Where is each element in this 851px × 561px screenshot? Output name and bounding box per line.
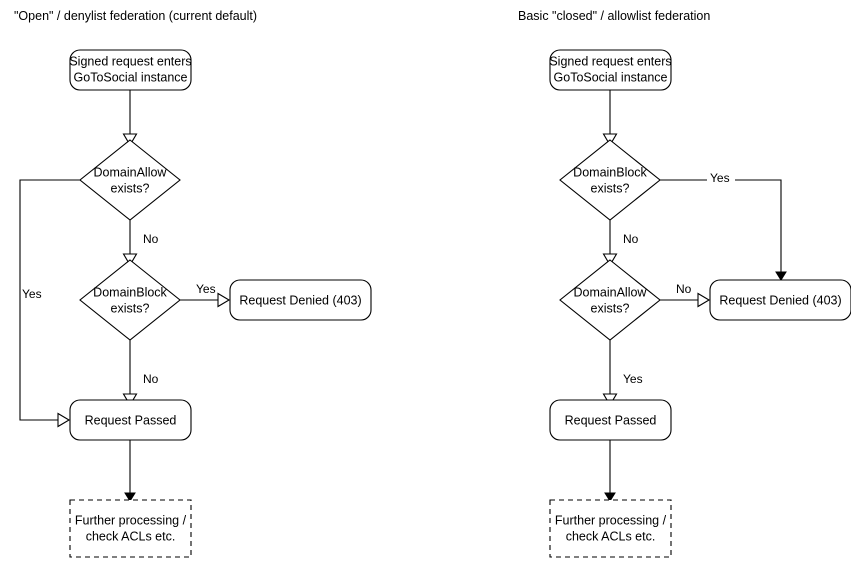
node-start-left	[69, 49, 192, 91]
node-further-processing-right-label-1: Further processing /	[555, 513, 667, 527]
arrowhead-open-icon	[697, 292, 711, 308]
node-request-denied-right-label: Request Denied (403)	[719, 293, 841, 307]
decision-domainallow-right-label-1: DomainAllow	[574, 285, 648, 299]
node-request-denied-right	[709, 279, 851, 321]
decision-domainblock-left	[79, 259, 181, 341]
arrowhead-open-icon	[57, 412, 71, 428]
edge-label-allow-yes-right: Yes	[623, 372, 643, 386]
node-further-processing-left	[69, 499, 192, 558]
edge-label-block-no-right: No	[623, 232, 639, 246]
edge-label-block-yes: Yes	[196, 282, 216, 296]
arrowhead-solid-icon	[775, 271, 787, 281]
decision-domainblock-right-label-2: exists?	[591, 181, 630, 195]
node-further-processing-left-label-1: Further processing /	[75, 513, 187, 527]
diagram-title-open-denylist: "Open" / denylist federation (current de…	[14, 9, 258, 23]
decision-domainallow-right-label-2: exists?	[591, 301, 630, 315]
node-start-right	[549, 49, 672, 91]
node-start-left-label-2: GoToSocial instance	[74, 70, 188, 84]
decision-domainblock-right	[559, 139, 661, 221]
node-further-processing-right-label-2: check ACLs etc.	[566, 529, 656, 543]
edge-label-bg	[707, 171, 735, 187]
arrowhead-open-icon	[217, 292, 231, 308]
decision-domainblock-left-label-1: DomainBlock	[93, 285, 167, 299]
arrowhead-solid-icon	[604, 492, 616, 502]
node-request-passed-left-label: Request Passed	[85, 413, 177, 427]
node-further-processing-left-label-2: check ACLs etc.	[86, 529, 176, 543]
node-request-denied-left-label: Request Denied (403)	[239, 293, 361, 307]
node-start-left-label-1: Signed request enters	[69, 54, 191, 68]
decision-domainallow-left	[79, 139, 181, 221]
edge-label-block-yes-right: Yes	[710, 171, 730, 185]
decision-domainblock-right-label-1: DomainBlock	[573, 165, 647, 179]
edge-allow-yes-to-passed	[19, 179, 80, 421]
node-request-denied-left	[229, 279, 372, 321]
node-start-right-label-1: Signed request enters	[549, 54, 671, 68]
diagram-title-closed-allowlist: Basic "closed" / allowlist federation	[518, 9, 711, 23]
edge-block-yes-to-denied-right	[660, 179, 782, 273]
node-request-passed-right-label: Request Passed	[565, 413, 657, 427]
edge-label-block-no: No	[143, 372, 159, 386]
decision-domainallow-left-label-2: exists?	[111, 181, 150, 195]
node-further-processing-right	[549, 499, 672, 558]
edge-label-allow-yes: Yes	[22, 287, 42, 301]
decision-domainallow-right	[559, 259, 661, 341]
decision-domainblock-left-label-2: exists?	[111, 301, 150, 315]
edge-label-allow-no: No	[143, 232, 159, 246]
decision-domainallow-left-label-1: DomainAllow	[94, 165, 168, 179]
node-start-right-label-2: GoToSocial instance	[554, 70, 668, 84]
edge-label-allow-no-right: No	[676, 282, 692, 296]
arrowhead-solid-icon	[124, 492, 136, 502]
